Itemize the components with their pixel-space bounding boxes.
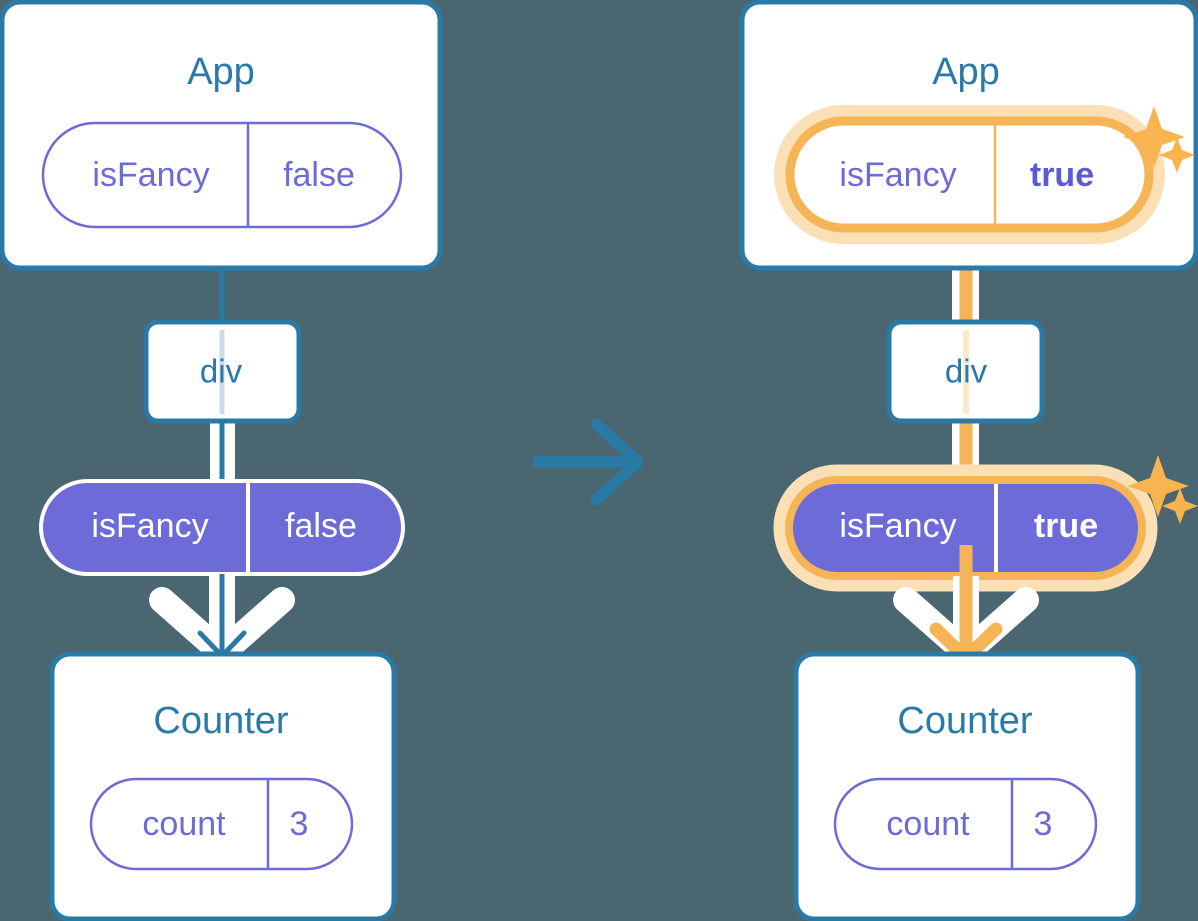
panel-after: App isFancy true div isFancy true: [739, 0, 1198, 921]
dom-node-label-div: div: [200, 353, 243, 390]
dom-node-label-div: div: [945, 353, 988, 390]
props-value: false: [285, 507, 357, 545]
app-state-pill: [41, 121, 403, 229]
counter-state-name: count: [142, 805, 226, 843]
counter-state-pill: [833, 777, 1098, 871]
counter-title: Counter: [897, 700, 1033, 742]
counter-state-value: 3: [290, 805, 309, 843]
app-state-name: isFancy: [839, 156, 956, 194]
app-title: App: [932, 51, 1000, 93]
props-value: true: [1034, 507, 1098, 545]
app-state-pill-glow: [774, 105, 1165, 244]
app-state-value: true: [1030, 156, 1094, 194]
app-state-name: isFancy: [92, 156, 209, 194]
app-state-value: false: [283, 156, 355, 194]
sparkle-icon-app: [1123, 106, 1195, 173]
props-name: isFancy: [839, 507, 956, 545]
transition-arrow-right-icon: [533, 418, 644, 506]
app-title: App: [187, 51, 255, 93]
counter-state-pill: [89, 777, 354, 871]
props-name: isFancy: [91, 507, 208, 545]
counter-state-name: count: [886, 805, 970, 843]
counter-title: Counter: [153, 700, 289, 742]
sparkle-icon-props: [1127, 455, 1198, 524]
panel-before: App isFancy false div isFancy false: [0, 0, 443, 921]
counter-state-value: 3: [1034, 805, 1053, 843]
app-state-pill-highlight-ring: [785, 116, 1154, 233]
